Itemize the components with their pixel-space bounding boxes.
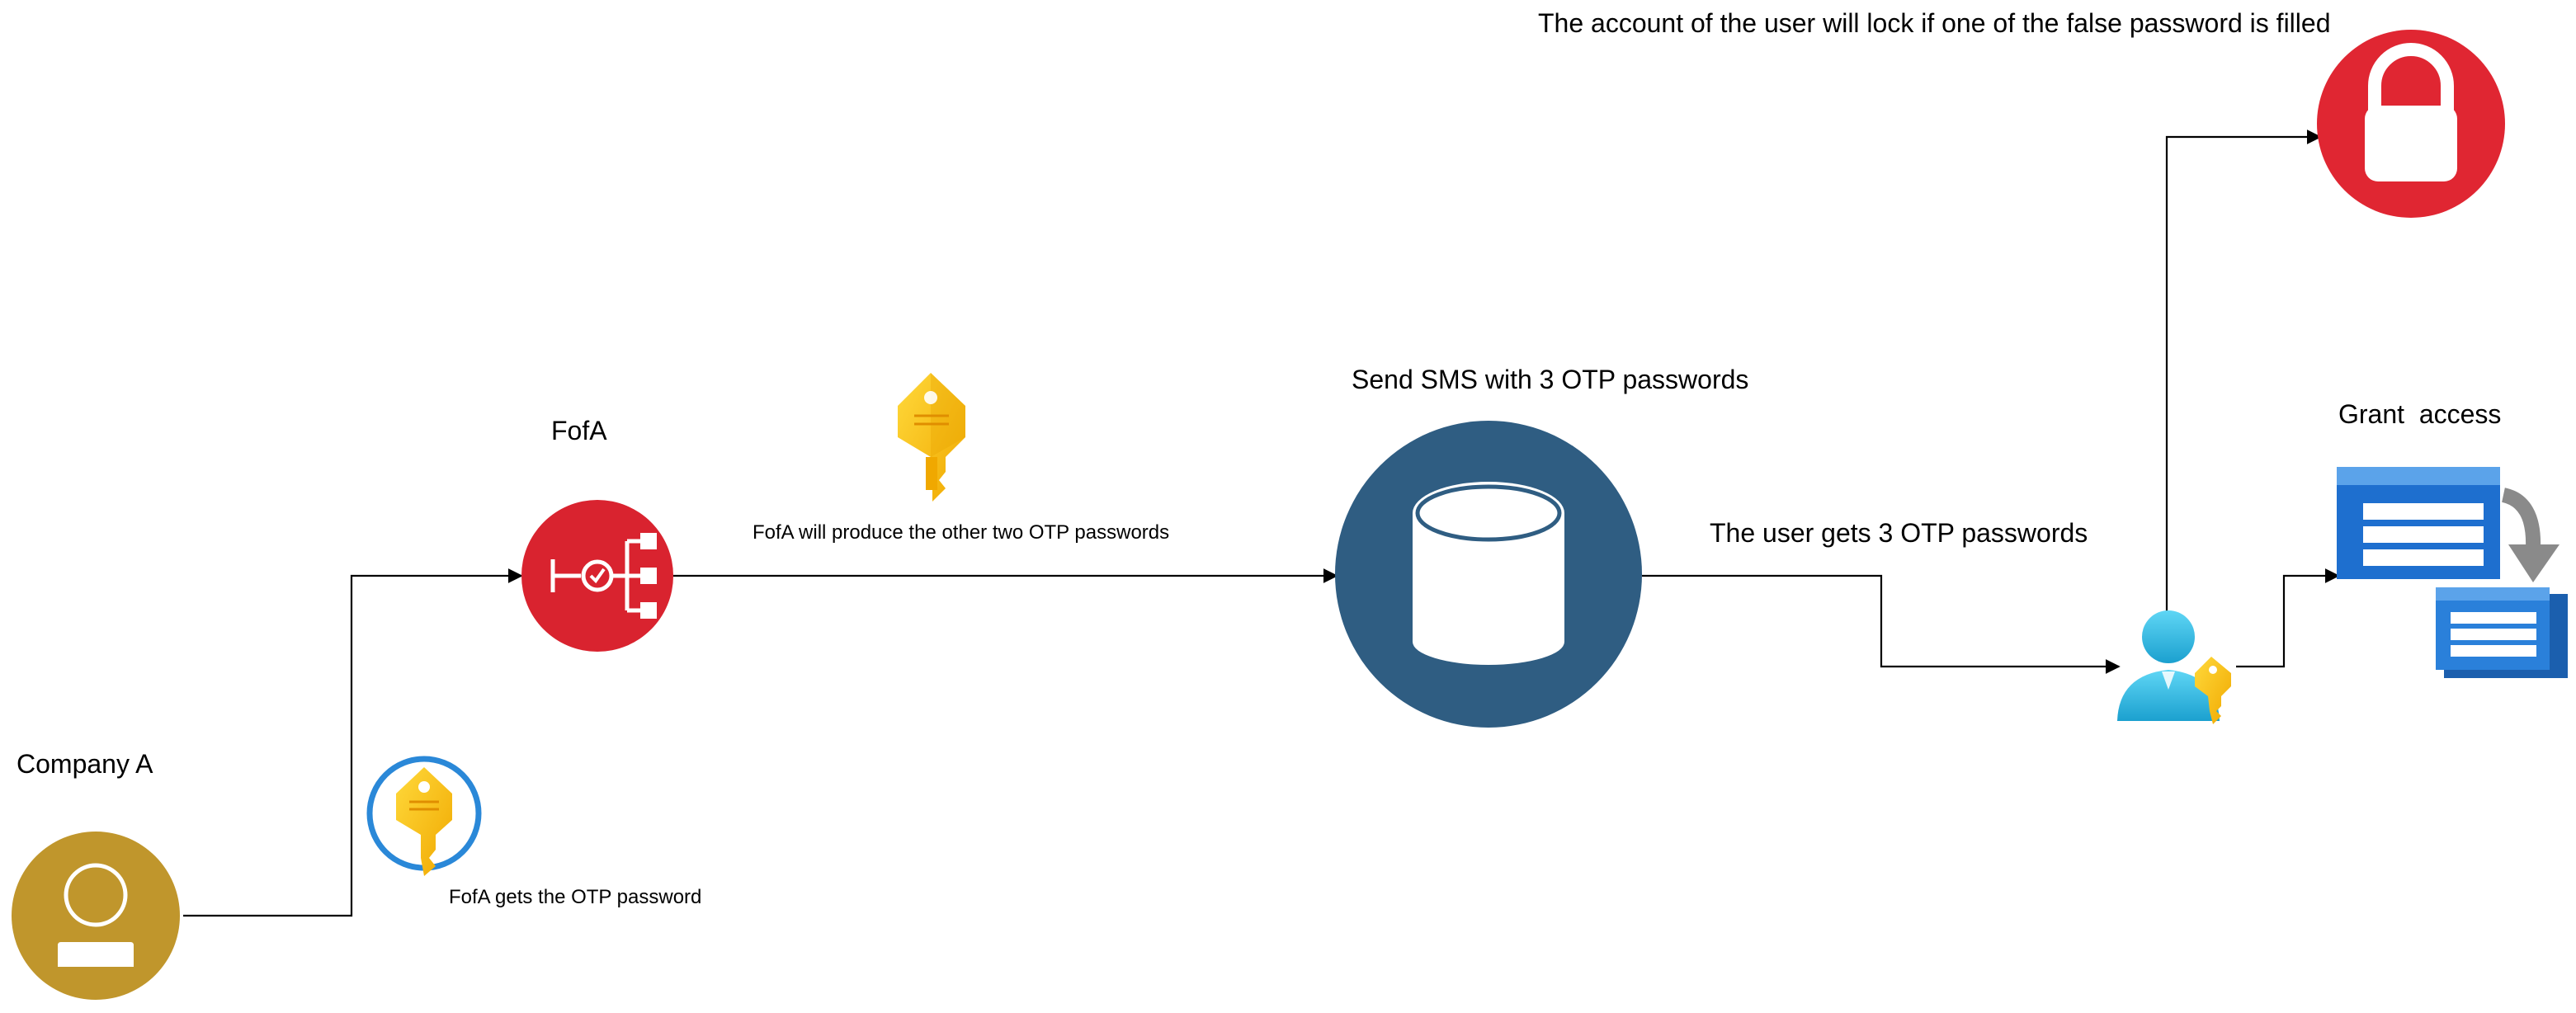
- company-label: Company A: [17, 749, 153, 779]
- key-icon: [898, 373, 965, 502]
- database-cylinder-icon: [1335, 421, 1642, 728]
- connector-user-to-grant: [2236, 568, 2340, 668]
- key-circle-icon: [366, 756, 482, 876]
- lock-icon: [2317, 30, 2505, 218]
- connector-user-to-lock: [2165, 130, 2322, 612]
- fofa-label: FofA: [551, 416, 607, 445]
- connector-company-to-fofa: [183, 568, 523, 917]
- network-security-icon: [521, 500, 673, 652]
- grant-access-label: Grant access: [2338, 399, 2502, 429]
- user-icon: [12, 832, 180, 1000]
- fofa-gets-label: FofA gets the OTP password: [449, 886, 702, 908]
- send-sms-label: Send SMS with 3 OTP passwords: [1352, 365, 1749, 394]
- user-key-icon: [2117, 610, 2231, 724]
- user-gets-label: The user gets 3 OTP passwords: [1710, 518, 2088, 548]
- connectors: [183, 130, 2340, 917]
- lock-note-label: The account of the user will lock if one…: [1538, 8, 2331, 38]
- connector-database-to-user: [1642, 574, 2121, 674]
- fofa-produce-label: FofA will produce the other two OTP pass…: [753, 521, 1170, 544]
- copy-forms-icon: [2337, 467, 2568, 678]
